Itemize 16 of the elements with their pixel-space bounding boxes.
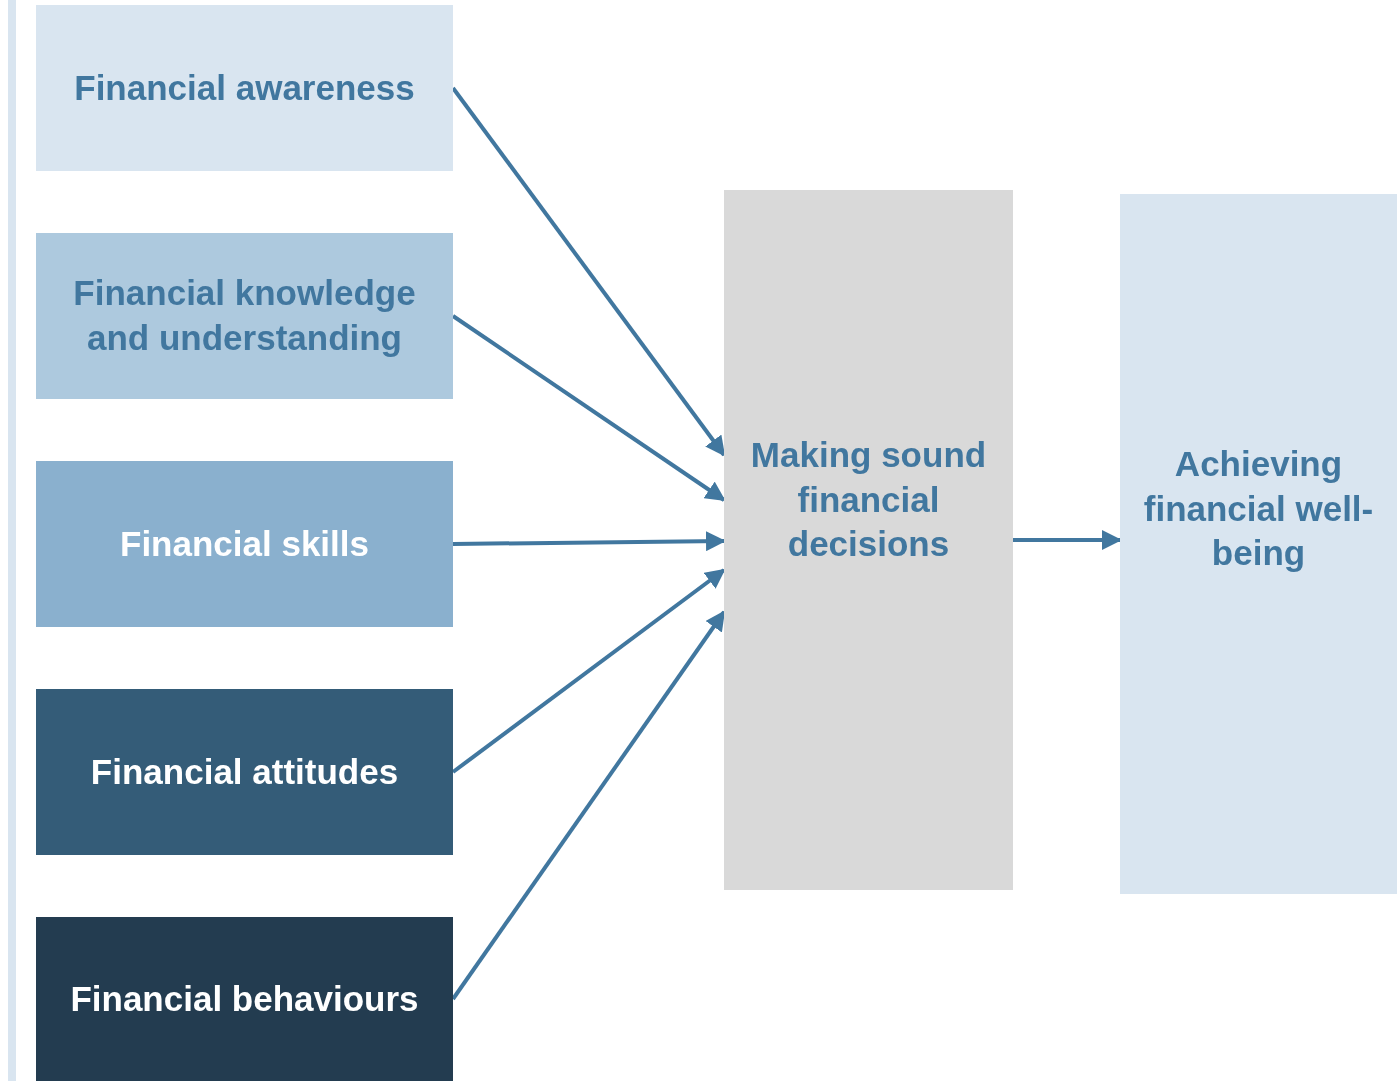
box-label: Financial awareness <box>74 66 415 109</box>
box-label: Financial knowledge and understanding <box>72 272 417 359</box>
box-label: Making sound financial decisions <box>749 433 988 566</box>
process-box <box>36 689 453 855</box>
process-box <box>36 233 453 399</box>
arrow <box>1013 530 1122 550</box>
box-label: Achieving financial well-being <box>1142 442 1375 575</box>
process-box <box>724 190 1013 890</box>
process-box <box>36 461 453 627</box>
box-label: Financial skills <box>120 522 369 565</box>
process-box <box>36 917 453 1081</box>
process-box <box>1120 194 1397 894</box>
arrow <box>452 531 726 552</box>
box-label: Financial behaviours <box>70 977 419 1020</box>
box-label: Financial attitudes <box>90 750 399 793</box>
process-box <box>36 5 453 171</box>
